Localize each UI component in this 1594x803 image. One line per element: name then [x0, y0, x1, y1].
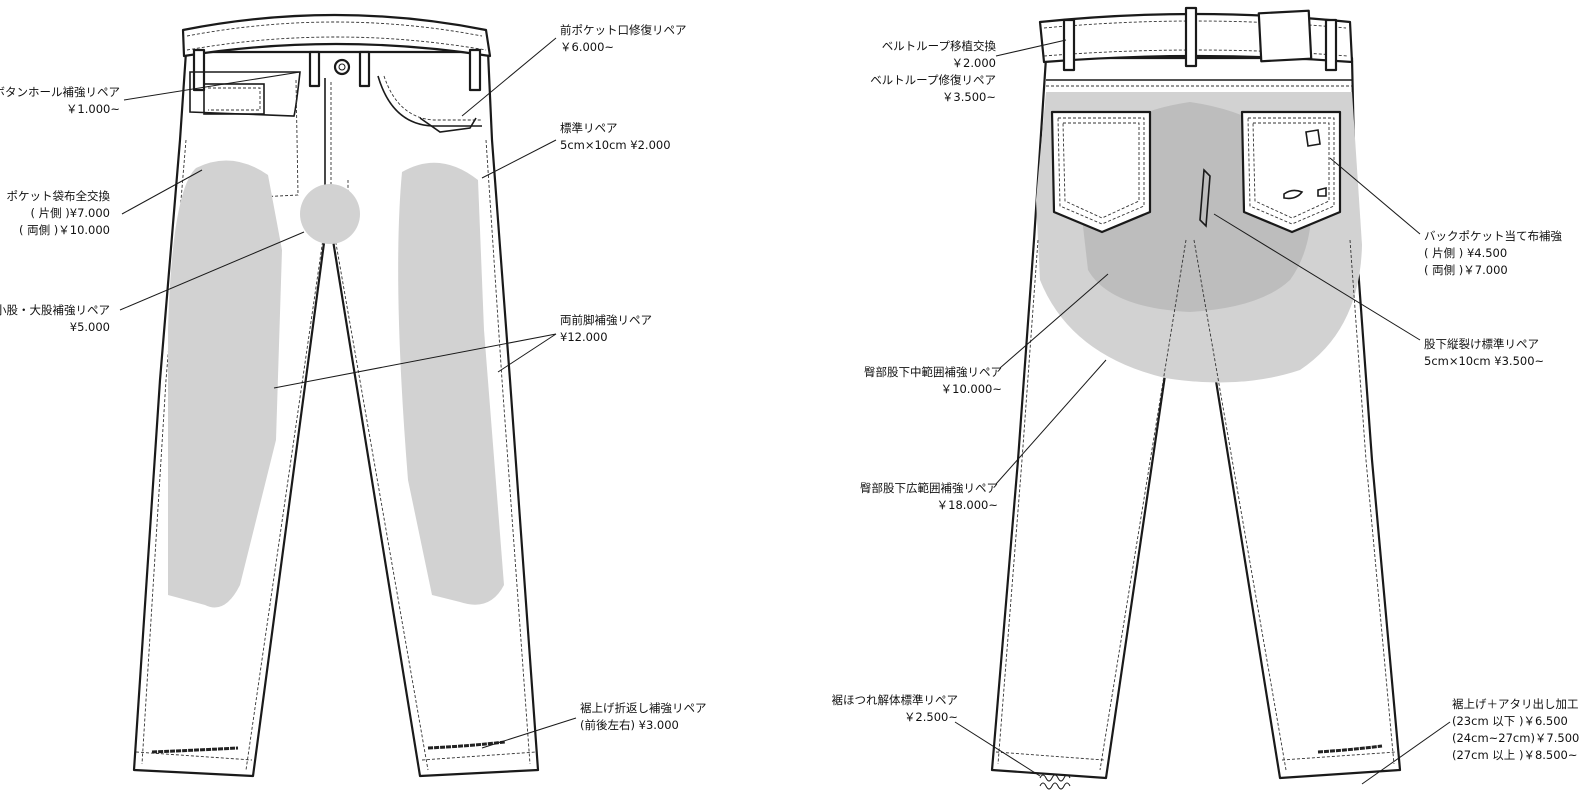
label-front-legs-price: ¥12.000: [560, 330, 608, 344]
label-back-pocket-both: ( 両側 )￥7.000: [1424, 263, 1508, 277]
front-right-leg-zone: [398, 162, 504, 605]
label-belt-loop: ベルトループ移植交換 ￥2.000 ベルトループ修復リペア ￥3.500~: [870, 38, 996, 106]
label-inseam-tear-price: 5cm×10cm ¥3.500~: [1424, 354, 1545, 368]
leather-label: [1257, 9, 1313, 63]
label-buttonhole-price: ￥1.000~: [65, 102, 120, 116]
label-hem-alter-title: 裾上げ＋アタリ出し加工: [1452, 697, 1579, 711]
label-front-legs: 両前脚補強リペア ¥12.000: [560, 312, 652, 346]
label-back-pocket-single: ( 片側 ) ¥4.500: [1424, 246, 1508, 260]
label-seat-wide-title: 臀部股下広範囲補強リペア: [860, 481, 998, 495]
label-hem-alter-short: (23cm 以下 )￥6.500: [1452, 714, 1568, 728]
front-button: [333, 58, 351, 76]
label-hem-fold-price: (前後左右) ¥3.000: [580, 718, 679, 732]
label-pocket-bag-single: ( 片側 )¥7.000: [30, 206, 110, 220]
label-front-pocket-mouth-title: 前ポケット口修復リペア: [560, 23, 687, 37]
crotch-zone: [300, 184, 360, 244]
back-jeans: [990, 6, 1402, 790]
label-buttonhole: ボタンホール補強リペア ￥1.000~: [0, 84, 120, 118]
label-crotch-title: 小股・大股補強リペア: [0, 303, 110, 317]
label-hem-fold-title: 裾上げ折返し補強リペア: [580, 701, 707, 715]
label-front-pocket-mouth: 前ポケット口修復リペア ￥6.000~: [560, 22, 687, 56]
label-seat-wide: 臀部股下広範囲補強リペア ￥18.000~: [860, 480, 998, 514]
label-back-pocket: バックポケット当て布補強 ( 片側 ) ¥4.500 ( 両側 )￥7.000: [1424, 228, 1562, 279]
pocket-hole-3: [1317, 186, 1327, 197]
back-belt-loop-center: [1184, 6, 1198, 68]
label-hem-alter-mid: (24cm~27cm)￥7.500: [1452, 731, 1580, 745]
back-belt-loop-right: [1324, 18, 1338, 72]
label-belt-loop-transplant-price: ￥2.000: [951, 56, 996, 70]
front-jeans: [132, 13, 540, 778]
label-back-pocket-title: バックポケット当て布補強: [1424, 229, 1562, 243]
label-standard-repair: 標準リペア 5cm×10cm ¥2.000: [560, 120, 671, 154]
label-hem-fold: 裾上げ折返し補強リペア (前後左右) ¥3.000: [580, 700, 707, 734]
label-buttonhole-title: ボタンホール補強リペア: [0, 85, 120, 99]
back-pocket-right: [1240, 110, 1342, 234]
pocket-hole-2: [1283, 189, 1304, 200]
label-hem-fray-price: ￥2.500~: [903, 710, 958, 724]
label-pocket-bag: ポケット袋布全交換 ( 片側 )¥7.000 ( 両側 )￥10.000: [7, 188, 111, 239]
coin-pocket: [203, 83, 265, 115]
back-belt-loop-left: [1062, 18, 1076, 72]
label-standard-repair-title: 標準リペア: [560, 121, 618, 135]
label-hem-fray: 裾ほつれ解体標準リペア ￥2.500~: [832, 692, 959, 726]
leader-lines: [119, 37, 1451, 785]
label-seat-wide-price: ￥18.000~: [936, 498, 998, 512]
label-seat-medium-title: 臀部股下中範囲補強リペア: [864, 365, 1002, 379]
pocket-mouth-damage: [419, 117, 477, 133]
label-crotch-price: ¥5.000: [69, 320, 110, 334]
label-hem-alter: 裾上げ＋アタリ出し加工 (23cm 以下 )￥6.500 (24cm~27cm)…: [1452, 696, 1579, 764]
label-hem-fray-title: 裾ほつれ解体標準リペア: [831, 693, 959, 707]
label-pocket-bag-title: ポケット袋布全交換: [6, 189, 111, 203]
back-pocket-left: [1050, 110, 1152, 234]
label-seat-medium-price: ￥10.000~: [940, 382, 1002, 396]
label-pocket-bag-both: ( 両側 )￥10.000: [18, 223, 110, 237]
label-standard-repair-price: 5cm×10cm ¥2.000: [560, 138, 671, 152]
label-inseam-tear-title: 股下縦裂け標準リペア: [1424, 337, 1539, 351]
front-belt-loop-center-left: [308, 50, 321, 88]
label-front-pocket-mouth-price: ￥6.000~: [560, 40, 615, 54]
front-waistband: [181, 13, 492, 58]
front-left-leg-zone: [168, 160, 282, 608]
inseam-tear: [1199, 168, 1211, 228]
label-belt-loop-transplant: ベルトループ移植交換: [881, 39, 996, 53]
pocket-hole-1: [1305, 129, 1321, 147]
label-crotch: 小股・大股補強リペア ¥5.000: [0, 302, 110, 336]
label-belt-loop-repair-price: ￥3.500~: [941, 90, 996, 104]
label-front-legs-title: 両前脚補強リペア: [560, 313, 652, 327]
front-belt-loop-right: [468, 48, 482, 92]
label-inseam-tear: 股下縦裂け標準リペア 5cm×10cm ¥3.500~: [1424, 336, 1544, 370]
front-belt-loop-center-right: [358, 50, 371, 88]
label-seat-medium: 臀部股下中範囲補強リペア ￥10.000~: [864, 364, 1002, 398]
label-belt-loop-repair: ベルトループ修復リペア: [870, 73, 996, 87]
front-belt-loop-left: [192, 48, 206, 92]
label-hem-alter-long: (27cm 以上 )￥8.500~: [1452, 748, 1578, 762]
hem-fray-mark: [1039, 774, 1071, 782]
